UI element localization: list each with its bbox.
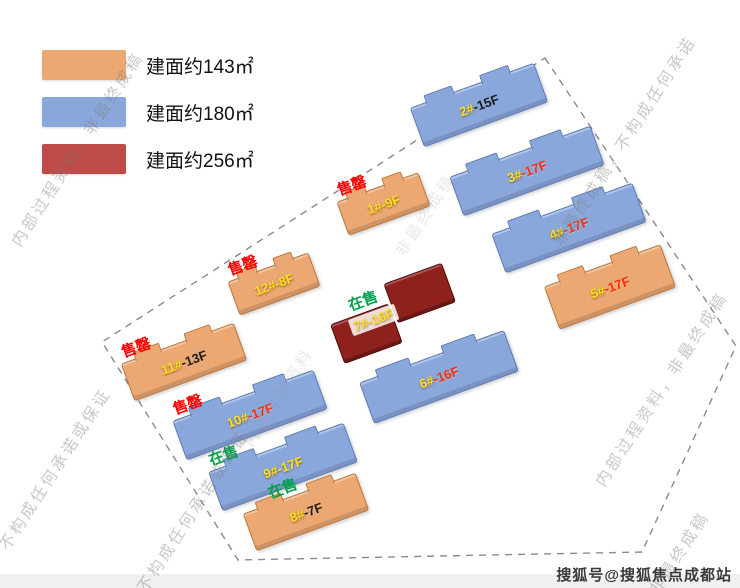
legend-label-180: 建面约180㎡	[146, 103, 254, 125]
legend-swatch-256	[42, 144, 126, 174]
legend: 建面约143㎡ 建面约180㎡ 建面约256㎡	[42, 50, 254, 191]
legend-swatch-180	[42, 97, 126, 127]
legend-label-256: 建面约256㎡	[146, 150, 254, 172]
legend-row-180: 建面约180㎡	[42, 97, 254, 127]
bottom-strip	[0, 574, 740, 588]
legend-row-143: 建面约143㎡	[42, 50, 254, 80]
legend-swatch-143	[42, 50, 126, 80]
legend-label-143: 建面约143㎡	[146, 56, 254, 78]
legend-row-256: 建面约256㎡	[42, 144, 254, 174]
sohu-credit: 搜狐号@搜狐焦点成都站	[556, 567, 732, 584]
